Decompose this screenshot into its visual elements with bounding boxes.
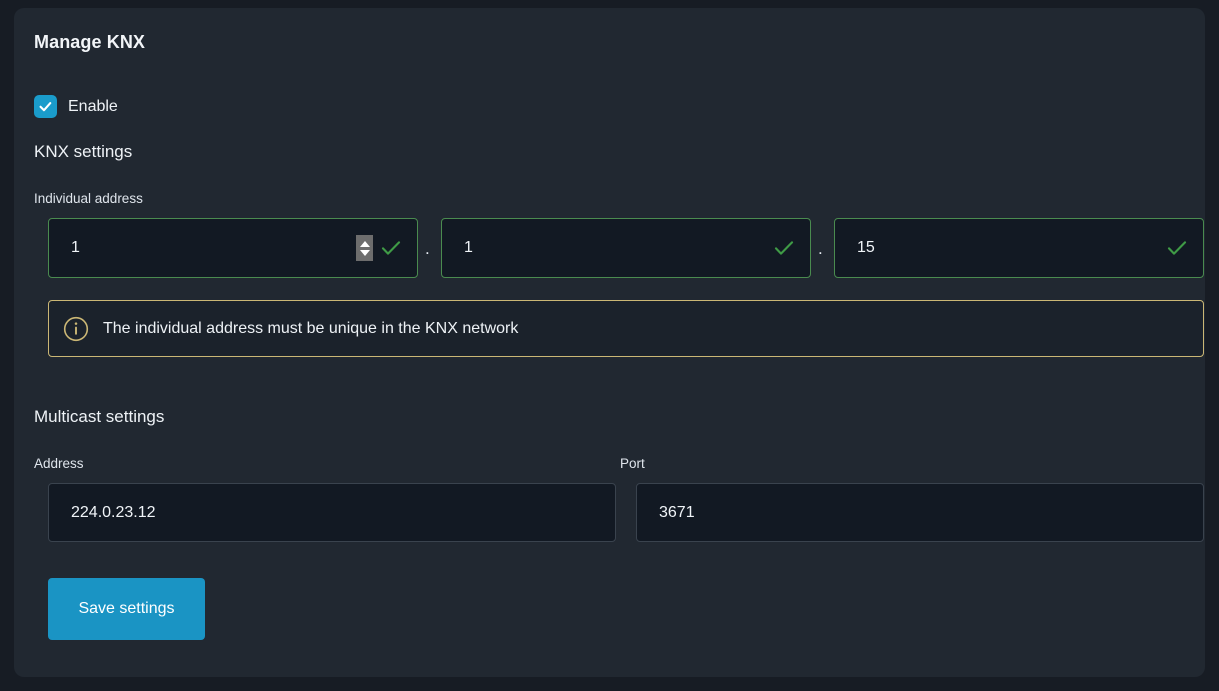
manage-knx-card: Manage KNX Enable KNX settings Individua… (14, 8, 1205, 677)
enable-checkbox-row[interactable]: Enable (34, 95, 118, 118)
multicast-port-value: 3671 (659, 503, 695, 521)
stepper-down-icon[interactable] (359, 249, 370, 256)
page-title: Manage KNX (34, 32, 146, 52)
individual-address-line-input[interactable]: 1 (441, 218, 811, 278)
enable-label: Enable (68, 97, 118, 115)
checkmark-icon (39, 102, 52, 112)
multicast-address-value: 224.0.23.12 (71, 503, 156, 521)
quantity-stepper[interactable] (356, 235, 373, 261)
address-separator-2: . (818, 239, 823, 258)
individual-address-device-input[interactable]: 15 (834, 218, 1204, 278)
check-valid-icon (381, 240, 401, 256)
multicast-port-label: Port (620, 456, 645, 471)
stepper-up-icon[interactable] (359, 240, 370, 247)
multicast-port-input[interactable]: 3671 (636, 483, 1204, 542)
individual-address-line-value: 1 (464, 239, 473, 256)
individual-address-device-value: 15 (857, 239, 875, 256)
individual-address-area-input[interactable]: 1 (48, 218, 418, 278)
info-circle-icon (63, 316, 89, 342)
multicast-settings-heading: Multicast settings (34, 407, 165, 426)
knx-settings-heading: KNX settings (34, 142, 133, 161)
individual-address-label: Individual address (34, 191, 143, 206)
check-valid-icon (1167, 240, 1187, 256)
address-separator-1: . (425, 239, 430, 258)
multicast-address-label: Address (34, 456, 84, 471)
check-valid-icon (774, 240, 794, 256)
info-banner-text: The individual address must be unique in… (103, 319, 519, 337)
save-settings-button[interactable]: Save settings (48, 578, 205, 640)
info-banner: The individual address must be unique in… (48, 300, 1204, 357)
enable-checkbox[interactable] (34, 95, 57, 118)
individual-address-area-value: 1 (71, 239, 80, 256)
multicast-address-input[interactable]: 224.0.23.12 (48, 483, 616, 542)
